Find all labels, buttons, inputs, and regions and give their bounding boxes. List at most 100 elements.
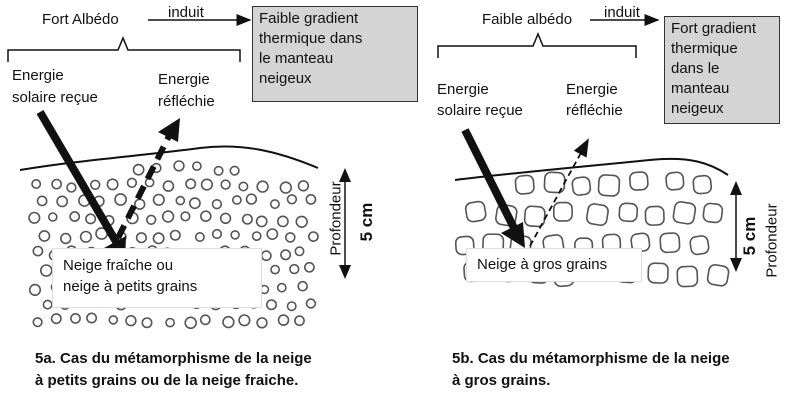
panel-b-snow-type-box: Neige à gros grains <box>466 248 642 282</box>
snow-grain-small <box>191 161 202 171</box>
panel-a-reflected-label-2: réfléchie <box>158 93 215 110</box>
snow-grain-small <box>289 263 300 275</box>
snow-grain-small <box>276 215 289 228</box>
snow-grain-small <box>42 299 53 310</box>
snow-grain-small <box>66 182 77 193</box>
snow-grain-large <box>647 262 669 284</box>
snow-grain-small <box>256 317 268 329</box>
panel-a-result-box: Faible gradient thermique dans le mantea… <box>252 6 418 102</box>
snow-grain-small <box>70 312 81 324</box>
snow-grain-small <box>230 230 240 240</box>
panel-a-depth-scale <box>339 168 351 279</box>
snow-grain-small <box>188 197 201 210</box>
snow-grain-large <box>692 174 713 195</box>
snow-grain-small <box>106 178 119 191</box>
snow-grain-small <box>286 194 298 205</box>
snow-grain-small <box>162 180 175 192</box>
panel-b-snow-type-label: Neige à gros grains <box>477 256 608 273</box>
snow-grain-small <box>89 179 101 191</box>
snow-grain-small <box>305 193 317 205</box>
snow-grain-small <box>28 283 42 297</box>
snow-grain-small <box>173 160 185 172</box>
panel-b-reflected-label-2: réfléchie <box>566 102 623 119</box>
panel-b-albedo-brace <box>437 32 637 58</box>
panel-b-graphics <box>437 14 742 288</box>
snow-grain-small <box>251 231 262 241</box>
snow-grain-small <box>266 228 279 240</box>
snow-grain-small <box>294 315 305 327</box>
snow-grain-small <box>270 264 280 275</box>
panel-a-induit-label: induit <box>168 4 204 21</box>
snow-grain-small <box>305 298 317 309</box>
snow-grain-small <box>245 193 258 205</box>
snow-grain-small <box>180 211 191 222</box>
snow-grain-small <box>303 261 315 273</box>
snow-grain-small <box>297 180 310 192</box>
snow-grain-large <box>702 202 724 224</box>
snow-grain-small <box>277 314 290 326</box>
panel-a-result-line: le manteau <box>259 50 334 67</box>
snow-grain-small <box>231 195 242 205</box>
panel-a-caption-line: à petits grains ou de la neige fraiche. <box>35 372 299 389</box>
snow-grain-small <box>28 211 41 224</box>
snow-grain-small <box>222 315 235 329</box>
snow-grain-large <box>552 201 573 222</box>
snow-grain-small <box>279 181 292 194</box>
snow-grain-large <box>659 232 681 254</box>
snow-grain-small <box>256 180 269 193</box>
panel-b-reflected-arrow <box>529 138 589 247</box>
panel-b-result-line: neigeux <box>671 100 724 117</box>
snow-grain-large <box>523 205 546 228</box>
panel-a-snow-type-line: neige à petits grains <box>63 278 198 295</box>
snow-grain-small <box>141 317 153 329</box>
snow-grain-small <box>241 213 253 225</box>
snow-grain-small <box>185 178 197 190</box>
snow-grain-small <box>260 250 272 262</box>
panel-b-snow-surface <box>454 157 729 181</box>
snow-grain-small <box>132 163 145 176</box>
snow-grain-small <box>229 165 240 176</box>
snow-grain-small <box>32 245 44 257</box>
panel-b-result-line: thermique <box>671 40 738 57</box>
panel-b-caption: 5b. Cas du métamorphisme de la neige à g… <box>452 348 730 392</box>
panel-b-result-line: Fort gradient <box>671 20 757 37</box>
snow-grain-small <box>294 246 305 257</box>
panel-b-result-line: manteau <box>671 80 730 97</box>
snow-grain-large <box>689 235 710 256</box>
snow-grain-small <box>56 195 69 208</box>
snow-grain-small <box>50 313 62 325</box>
panel-a-incoming-label-2: solaire reçue <box>12 89 98 106</box>
panel-b-depth-scale <box>730 181 742 272</box>
panel-b-incoming-label-1: Energie <box>437 81 489 98</box>
panel-b-caption-line: 5b. Cas du métamorphisme de la neige <box>452 350 730 367</box>
snow-grain-small <box>255 215 268 228</box>
snow-grain-small <box>135 232 147 244</box>
snow-grain-small <box>276 282 287 293</box>
snow-grain-large <box>571 176 592 196</box>
snow-grain-small <box>51 178 62 190</box>
snow-grain-small <box>200 178 213 191</box>
panel-a-result-line: neigeux <box>259 70 312 87</box>
panel-a-result-line: Faible gradient <box>259 10 359 27</box>
panel-a-incoming-label-1: Energie <box>12 67 64 84</box>
panel-a-albedo-brace <box>7 36 241 62</box>
snow-grain-small <box>200 210 212 222</box>
panel-b-caption-line: à gros grains. <box>452 372 551 389</box>
snow-grain-small <box>297 280 309 292</box>
snow-grain-small <box>211 228 223 240</box>
panel-b-incoming-arrow <box>461 128 518 230</box>
panel-a-result-line: thermique dans <box>259 30 363 47</box>
panel-a-albedo-label: Fort Albédo <box>42 11 119 28</box>
panel-a-caption: 5a. Cas du métamorphisme de la neige à p… <box>35 348 312 392</box>
snow-grain-large <box>665 171 685 191</box>
snow-grain-small <box>213 165 224 176</box>
snow-grain-small <box>125 315 137 327</box>
snow-grain-large <box>644 205 665 226</box>
snow-grain-small <box>32 317 43 328</box>
panel-b-result-box: Fort gradient thermique dans le manteau … <box>664 16 780 124</box>
snow-grain-small <box>79 230 92 243</box>
snow-grain-large <box>672 201 697 225</box>
snow-grain-small <box>108 315 119 325</box>
panel-a-snow-type-line: Neige fraîche ou <box>63 257 174 274</box>
snow-grain-large <box>585 203 609 227</box>
